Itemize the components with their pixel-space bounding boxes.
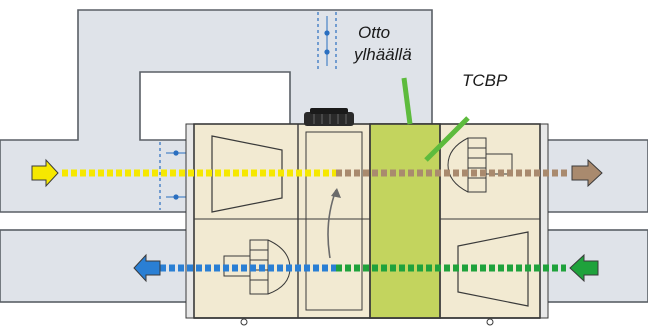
arrow-right-icon	[571, 158, 603, 188]
fan-motor-icon	[304, 108, 354, 126]
otto-marker-line	[401, 77, 413, 125]
tcbp-label: TCBP	[462, 71, 508, 90]
filter-lower-right	[457, 231, 529, 307]
otto-label: Otto	[358, 23, 390, 42]
filter-upper-left	[211, 135, 283, 213]
heat-recovery-wheel	[305, 131, 363, 311]
bypass-damper	[317, 12, 337, 70]
otto-label-line2: ylhäällä	[353, 45, 412, 64]
damper-icon	[173, 194, 179, 200]
tcbp-marker-line	[424, 116, 470, 162]
air-handling-unit	[185, 108, 549, 326]
damper-icon	[324, 49, 330, 55]
arrow-right-icon	[31, 158, 59, 188]
damper-icon	[173, 150, 179, 156]
damper-icon	[324, 30, 330, 36]
arrow-left-icon	[133, 253, 161, 283]
arrow-left-icon	[569, 253, 599, 283]
